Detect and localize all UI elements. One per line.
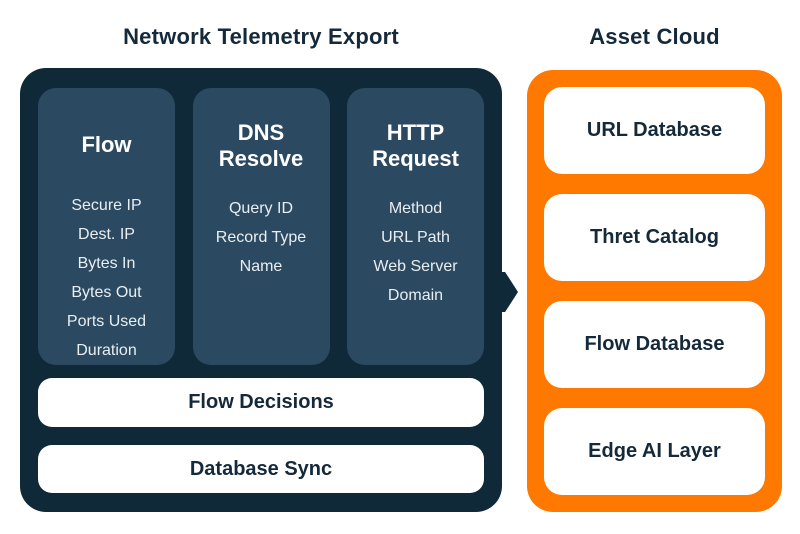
list-item: Record Type xyxy=(215,229,307,246)
list-item: Duration xyxy=(76,342,137,359)
http-request-column-items: Method URL Path Web Server Domain xyxy=(355,194,476,310)
list-item: Bytes In xyxy=(77,255,136,272)
telemetry-panel: Flow Secure IP Dest. IP Bytes In Bytes O… xyxy=(20,68,502,512)
flow-column-items: Secure IP Dest. IP Bytes In Bytes Out Po… xyxy=(67,191,146,365)
flow-column-title: Flow xyxy=(81,131,132,157)
http-request-column-title: HTTP Request xyxy=(372,120,459,171)
list-item: Dest. IP xyxy=(78,226,135,243)
list-item: URL Path xyxy=(381,229,450,246)
thret-catalog-box: Thret Catalog xyxy=(544,194,765,281)
list-item: Ports Used xyxy=(66,313,147,330)
flow-column: Flow Secure IP Dest. IP Bytes In Bytes O… xyxy=(38,88,175,365)
edge-ai-layer-box: Edge AI Layer xyxy=(544,408,765,495)
http-request-column: HTTP Request Method URL Path Web Server … xyxy=(347,88,484,365)
dns-resolve-column: DNS Resolve Query ID Record Type Name xyxy=(192,88,330,365)
list-item: Method xyxy=(388,200,443,217)
telemetry-export-title: Network Telemetry Export xyxy=(123,24,399,49)
list-item: Secure IP xyxy=(71,197,142,214)
cloud-title: Asset Cloud xyxy=(589,24,720,49)
dns-resolve-column-title: DNS Resolve xyxy=(218,120,304,171)
right-arrow-icon xyxy=(499,272,518,312)
dns-resolve-column-items: Query ID Record Type Name xyxy=(216,194,306,281)
telemetry-columns: Flow Secure IP Dest. IP Bytes In Bytes O… xyxy=(38,88,484,365)
list-item: Bytes Out xyxy=(71,284,142,301)
list-item: Query ID xyxy=(228,200,293,217)
flow-database-box: Flow Database xyxy=(544,301,765,388)
list-item: Name xyxy=(239,258,283,275)
cloud-panel: URL Database Thret Catalog Flow Database… xyxy=(527,70,782,512)
flow-decisions-bar: Flow Decisions xyxy=(38,378,484,427)
database-sync-bar: Database Sync xyxy=(38,445,484,493)
url-database-box: URL Database xyxy=(544,87,765,174)
list-item: Web Server Domain xyxy=(373,258,458,304)
